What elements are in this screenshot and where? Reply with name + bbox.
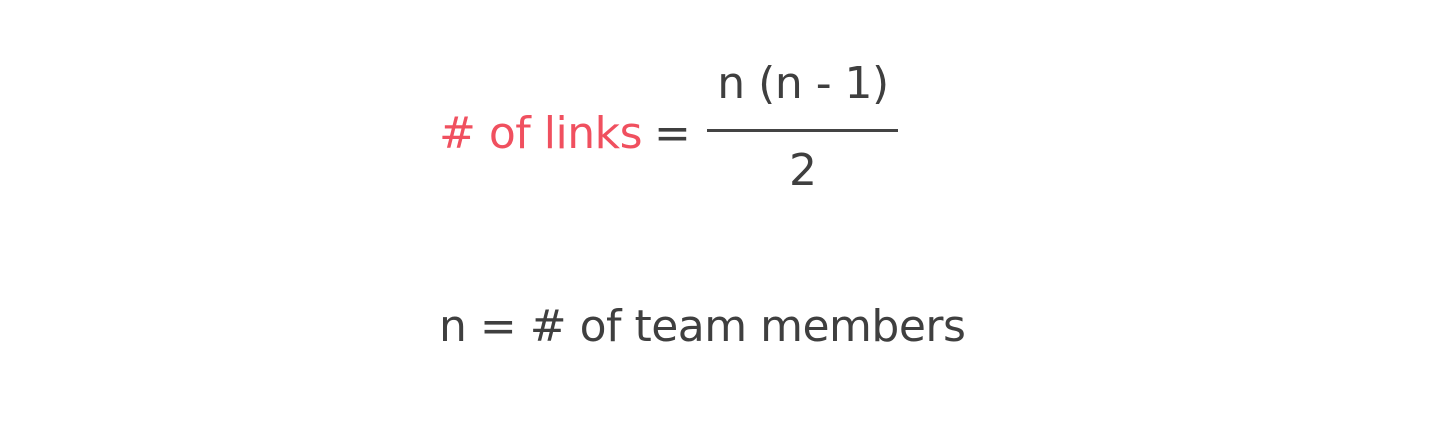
fraction-numerator: n (n - 1) <box>717 58 889 109</box>
links-count-term: # of links <box>439 108 643 159</box>
equals-sign: = <box>654 108 691 159</box>
formula-lhs: # of links= <box>439 106 691 162</box>
fraction-bar <box>707 129 898 132</box>
fraction-denominator: 2 <box>789 145 817 196</box>
variable-definition: n = # of team members <box>439 301 966 352</box>
